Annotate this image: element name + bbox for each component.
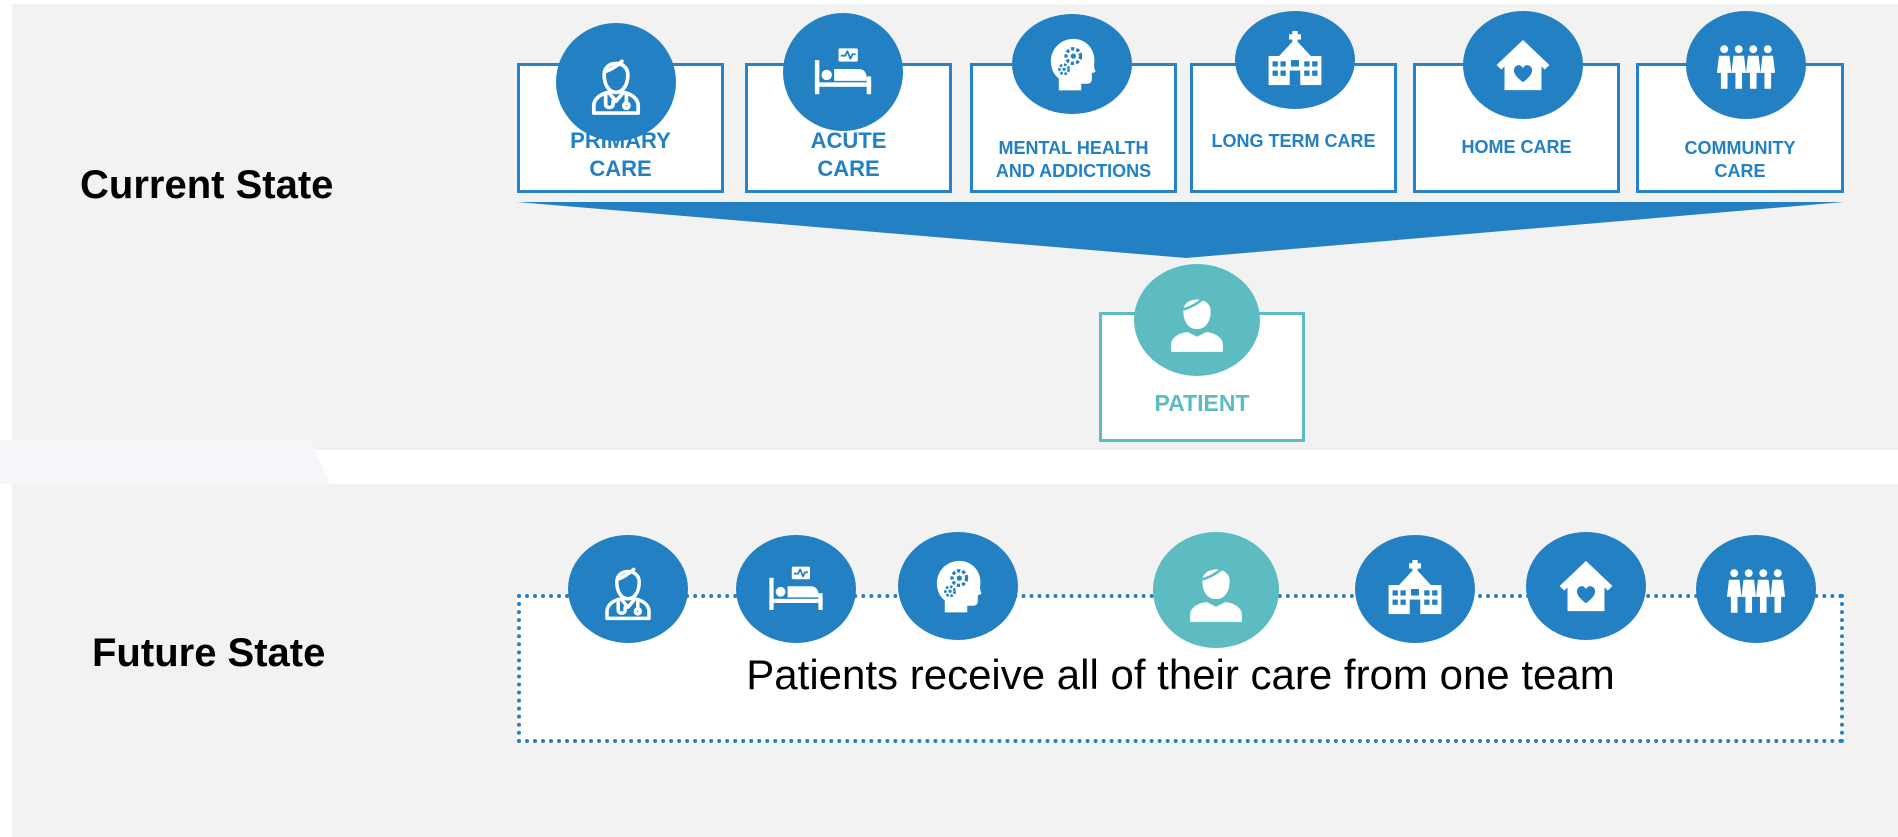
future-state-label: Future State [92, 631, 326, 675]
home-care-label: HOME CARE [1461, 136, 1572, 157]
patient-icon [1153, 532, 1279, 648]
patient-icon [1134, 264, 1260, 376]
hospital-bed-icon [783, 13, 903, 131]
care-team-text: Patients receive all of their care from … [746, 651, 1615, 698]
hospital-building-icon [1355, 535, 1475, 643]
community-care-label: COMMUNITY CARE [1684, 138, 1796, 181]
patient-label: PATIENT [1154, 390, 1250, 416]
mental-health-label: MENTAL HEALTH AND ADDICTIONS [995, 138, 1152, 181]
acute-care-label: ACUTE CARE [810, 128, 887, 181]
hospital-building-icon [1235, 11, 1355, 109]
current-state-label: Current State [80, 163, 334, 207]
long-term-care-label: LONG TERM CARE [1211, 130, 1376, 151]
doctor-icon [556, 23, 676, 141]
people-group-icon [1686, 11, 1806, 119]
head-gears-icon [1012, 14, 1132, 114]
hospital-bed-icon [736, 535, 856, 643]
head-gears-icon [898, 532, 1018, 640]
doctor-icon [568, 535, 688, 643]
house-heart-icon [1526, 532, 1646, 640]
background-sliver [0, 440, 330, 484]
house-heart-icon [1463, 11, 1583, 119]
people-group-icon [1696, 535, 1816, 643]
